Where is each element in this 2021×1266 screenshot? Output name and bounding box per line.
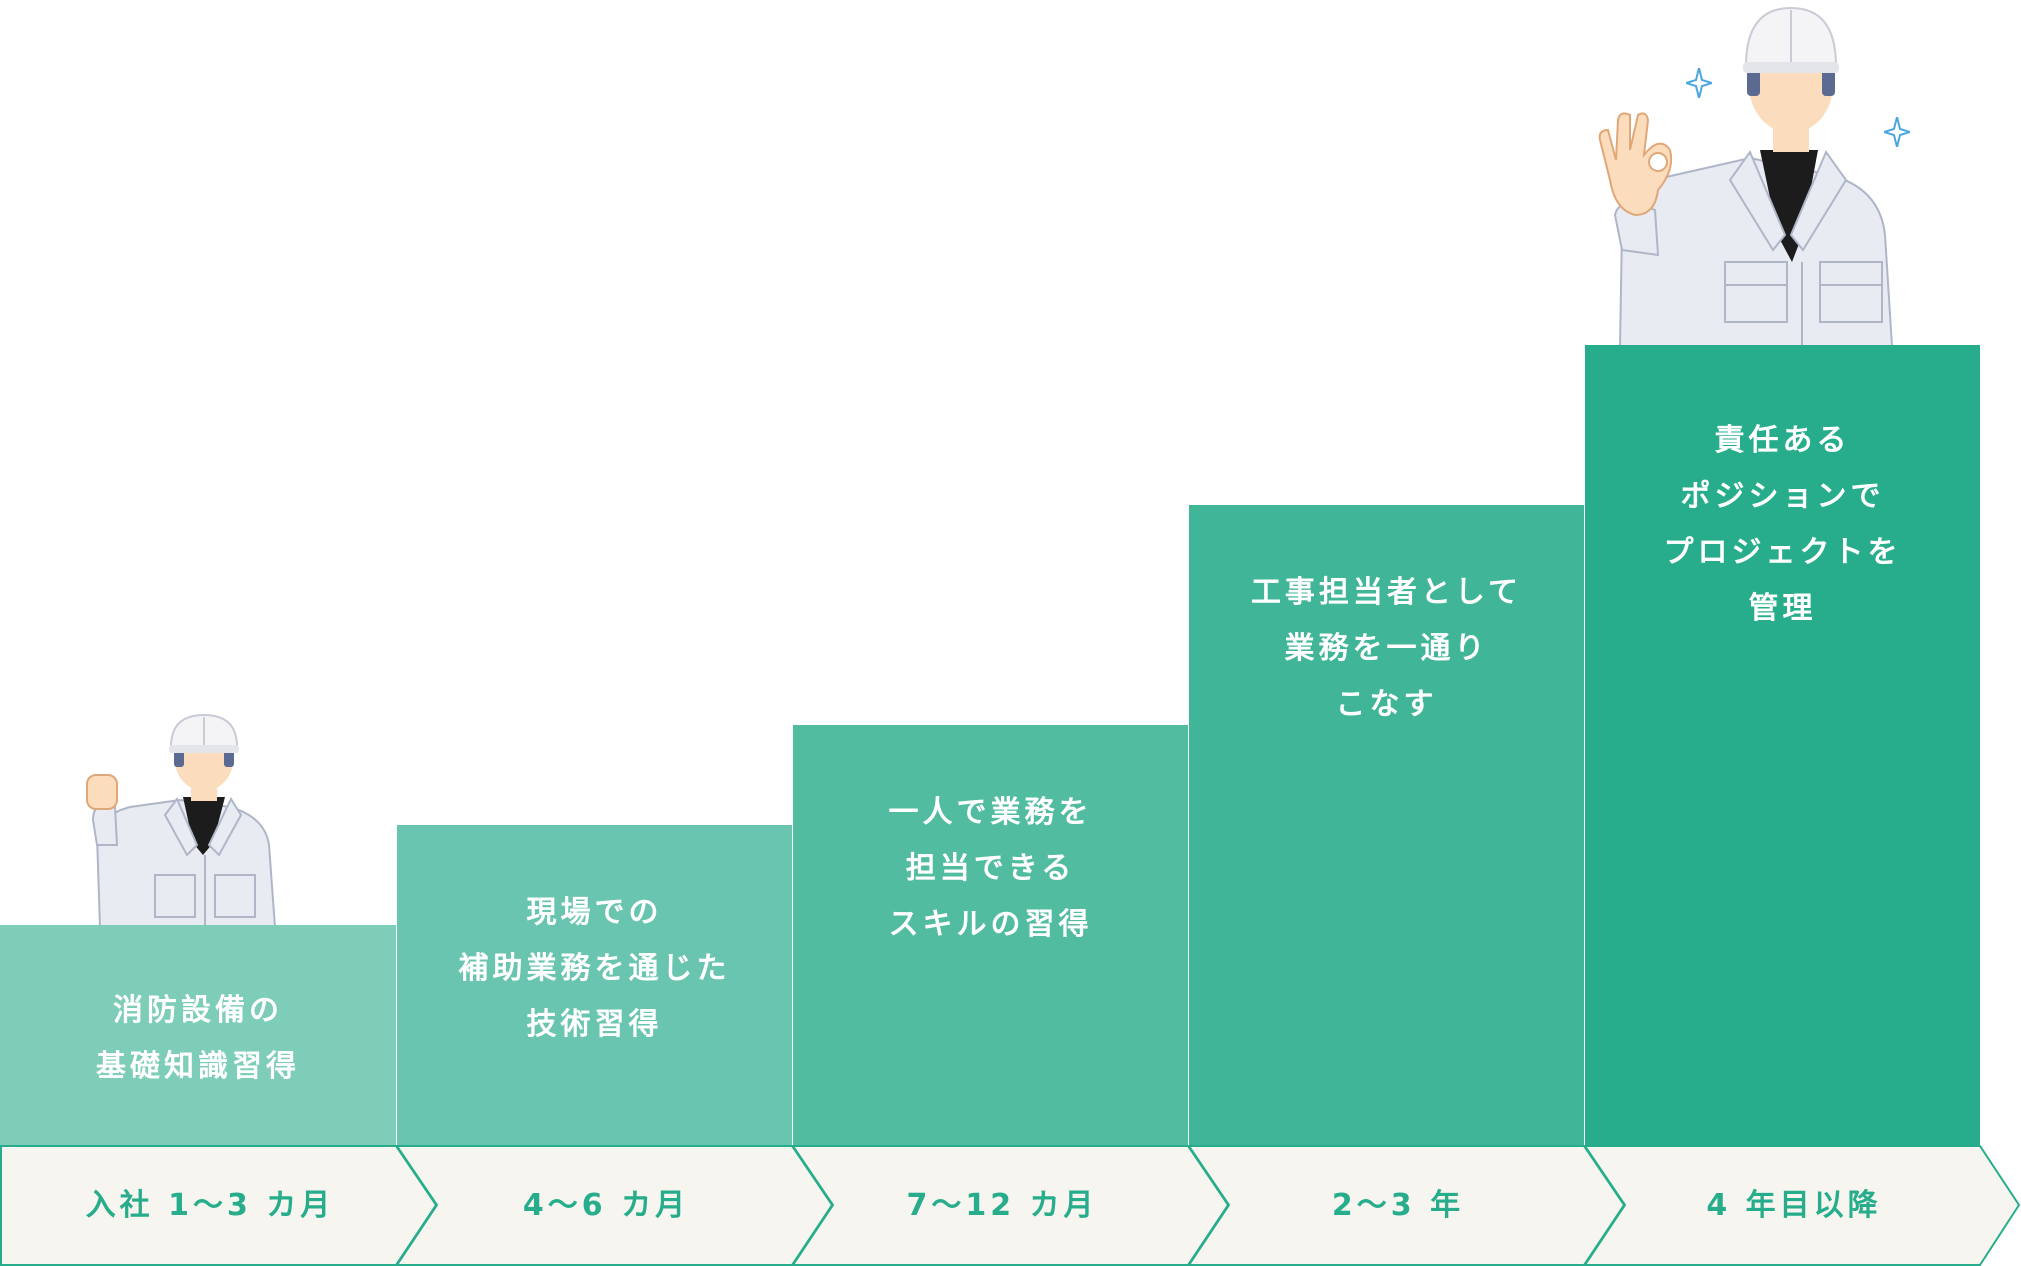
step-4-text: 工事担当者として 業務を一通り こなす (1251, 565, 1522, 733)
step-5-block: 責任ある ポジションで プロジェクトを 管理 (1585, 345, 1980, 1145)
sparkle-icon (1884, 117, 1910, 147)
step-3-line: スキルの習得 (888, 907, 1093, 942)
step-5-line: 責任ある (1714, 423, 1851, 458)
step-4-line: 業務を一通り (1284, 631, 1489, 666)
sparkle-icon (1686, 68, 1712, 98)
step-4-line: こなす (1335, 687, 1438, 722)
timeline-label-2: 4〜6 カ月 (522, 1188, 690, 1223)
timeline-label-5: 4 年目以降 (1706, 1188, 1882, 1223)
step-2-text: 現場での 補助業務を通じた 技術習得 (459, 885, 731, 1053)
step-2-line: 現場での (526, 895, 663, 930)
timeline-arrows (0, 1145, 2021, 1266)
worker-fist-icon (86, 713, 277, 927)
step-1-block: 消防設備の 基礎知識習得 (0, 925, 396, 1145)
step-5-line: プロジェクトを (1663, 535, 1902, 570)
step-2-line: 補助業務を通じた (458, 951, 731, 986)
step-5-line: ポジションで (1680, 479, 1885, 514)
step-2-line: 技術習得 (526, 1007, 663, 1042)
step-5-line: 管理 (1748, 591, 1817, 626)
step-1-text: 消防設備の 基礎知識習得 (96, 983, 300, 1095)
timeline-label-1: 入社 1〜3 カ月 (85, 1188, 335, 1223)
step-1-line: 消防設備の (113, 993, 283, 1028)
timeline-label-4: 2〜3 年 (1331, 1188, 1465, 1223)
step-4-block: 工事担当者として 業務を一通り こなす (1189, 505, 1584, 1145)
step-3-text: 一人で業務を 担当できる スキルの習得 (889, 785, 1093, 953)
step-3-block: 一人で業務を 担当できる スキルの習得 (793, 725, 1188, 1145)
step-3-line: 一人で業務を (888, 795, 1093, 830)
timeline-label-3: 7〜12 カ月 (906, 1188, 1098, 1223)
step-3-line: 担当できる (905, 851, 1076, 886)
step-4-line: 工事担当者として (1250, 575, 1523, 610)
step-2-block: 現場での 補助業務を通じた 技術習得 (397, 825, 792, 1145)
step-5-text: 責任ある ポジションで プロジェクトを 管理 (1664, 413, 1902, 637)
worker-ok-sign-icon (1598, 6, 1894, 346)
step-1-line: 基礎知識習得 (96, 1049, 300, 1084)
timeline-segment (1583, 1145, 2021, 1266)
